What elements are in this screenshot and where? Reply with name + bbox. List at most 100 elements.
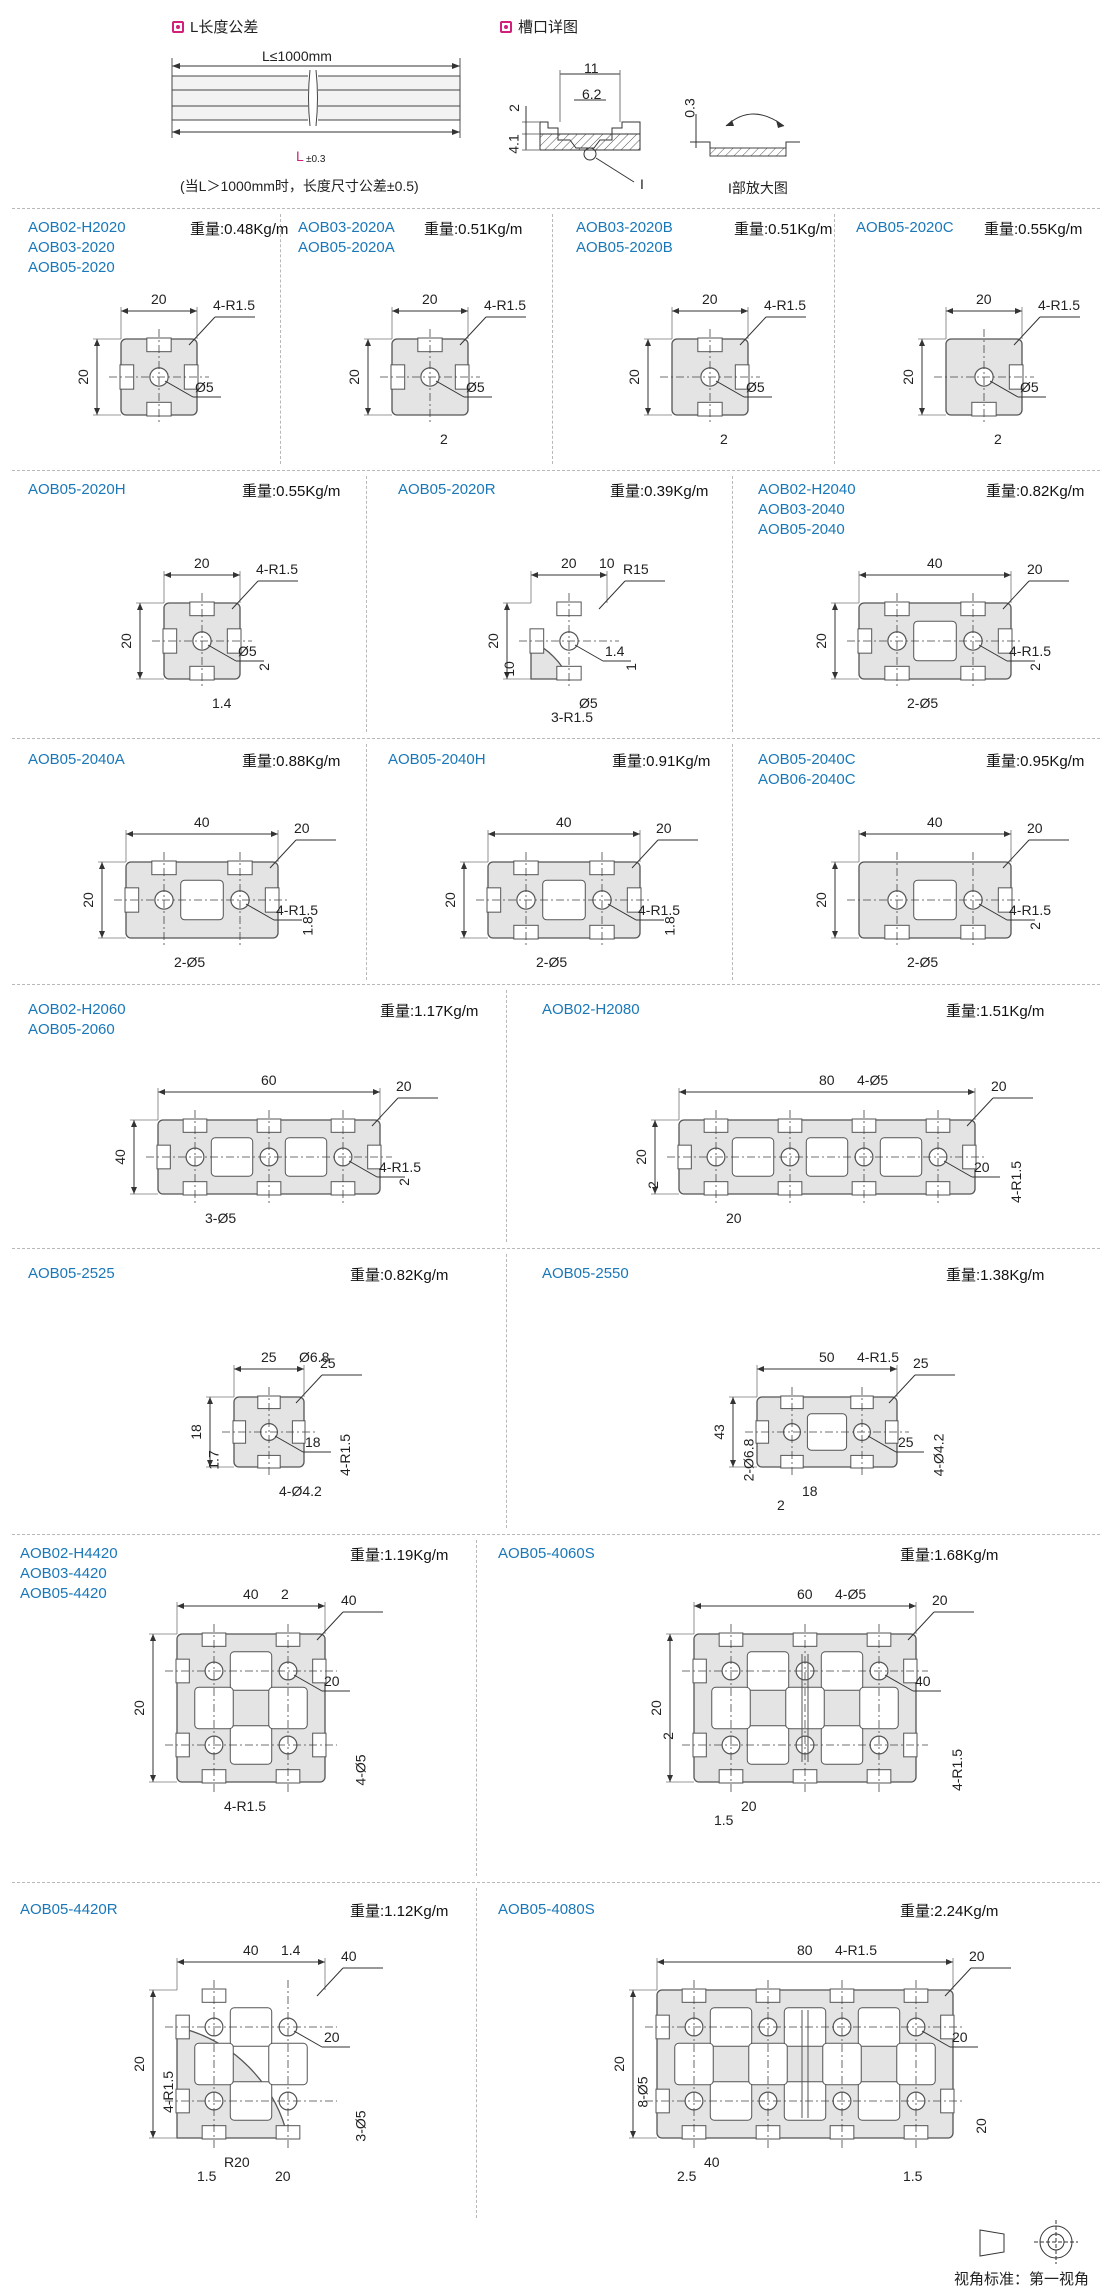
model-codes: AOB05-2020C [856, 218, 954, 238]
weight-label: 重量:0.39Kg/m [610, 483, 709, 500]
row-separator [12, 738, 1100, 739]
dimension-label: 20 [151, 291, 167, 307]
bullet-icon [500, 20, 512, 33]
dimension-label: 20 [130, 2056, 147, 2072]
dimension-label: 4-R1.5 [949, 1748, 966, 1792]
weight-label: 重量:1.17Kg/m [380, 1003, 479, 1020]
slot-detail-diagram [522, 70, 800, 183]
dimension-label: 4-R1.5 [379, 1159, 422, 1175]
dimension-label: 20 [194, 555, 210, 571]
col-separator [506, 990, 507, 1242]
dimension-label: 20 [117, 633, 134, 649]
dimension-label: 4-R1.5 [1038, 297, 1081, 313]
model-code: AOB05-2020B [576, 239, 673, 256]
dimension-label: Ø5 [466, 379, 485, 395]
model-code: AOB05-4080S [498, 1901, 595, 1918]
model-codes: AOB05-2040H [388, 750, 486, 770]
dimension-label: 20 [952, 2029, 968, 2045]
length-tolerance-header: L长度公差 [172, 16, 258, 37]
dimension-label: 20 [991, 1078, 1007, 1094]
model-codes: AOB05-4060S [498, 1544, 595, 1564]
dimension-label: 4-R1.5 [276, 902, 319, 918]
dimension-label: 20 [632, 1149, 649, 1165]
dimension-label: 4-R1.5 [1009, 902, 1052, 918]
weight-label: 重量:0.51Kg/m [424, 221, 523, 238]
dimension-label: 20 [1027, 820, 1043, 836]
dimension-label: 2-Ø5 [536, 954, 568, 970]
dimension-label: 18 [802, 1483, 818, 1499]
profile-drawing [831, 571, 1069, 689]
weight-label: 重量:0.95Kg/m [986, 753, 1085, 770]
dimension-label: 4-Ø5 [857, 1072, 889, 1088]
dimension-label: 20 [441, 892, 458, 908]
profile-drawing [918, 307, 1080, 425]
dimension-label: 2 [659, 1732, 676, 1740]
model-code: AOB05-2040H [388, 751, 486, 768]
dimension-label: 2-Ø5 [174, 954, 206, 970]
dimension-label: 1.4 [212, 695, 232, 711]
slot-detail-title: 槽口详图 [518, 19, 579, 36]
slot-detail-mark: I [640, 176, 644, 192]
dimension-label: 20 [561, 555, 577, 571]
model-codes: AOB05-2040A [28, 750, 125, 770]
dimension-label: 2 [395, 1178, 412, 1186]
model-code: AOB03-2040 [758, 501, 845, 518]
dimension-label: Ø5 [579, 695, 598, 711]
dimension-label: 20 [812, 633, 829, 649]
slot-dim-11: 11 [584, 60, 599, 76]
row-separator [12, 470, 1100, 471]
profile-drawing [729, 1365, 955, 1477]
col-separator [552, 214, 553, 464]
col-separator [476, 1888, 477, 2218]
profile-drawing [130, 1088, 438, 1204]
dimension-label: 1.4 [281, 1942, 301, 1958]
dimension-label: R15 [623, 561, 649, 577]
dimension-label: 20 [741, 1798, 757, 1814]
dimension-label: 40 [704, 2154, 720, 2170]
weight-label: 重量:0.55Kg/m [242, 483, 341, 500]
dimension-label: 2 [1026, 922, 1043, 930]
dimension-label: 18 [187, 1424, 204, 1440]
dimension-label: 2-Ø6.8 [740, 1438, 757, 1482]
dimension-label: 20 [647, 1700, 664, 1716]
length-tolerance-title: L长度公差 [190, 19, 259, 36]
dimension-label: 25 [898, 1434, 914, 1450]
col-separator [834, 214, 835, 464]
model-code: AOB05-2040C [758, 751, 856, 768]
row-separator [12, 208, 1100, 209]
dimension-label: Ø5 [238, 643, 257, 659]
dimension-label: 40 [341, 1948, 357, 1964]
dimension-label: 2-Ø5 [907, 695, 939, 711]
dimension-label: 2 [255, 663, 272, 671]
zoom-label: I部放大图 [728, 180, 788, 196]
dimension-label: 20 [484, 633, 501, 649]
profile-drawing [629, 1958, 1011, 2148]
dimension-label: 40 [341, 1592, 357, 1608]
dimension-label: 1.8 [299, 916, 316, 936]
profile-drawing [644, 307, 806, 425]
slot-dim-2: 2 [505, 104, 522, 112]
profile-shape [945, 338, 1024, 417]
dimension-label: 4-Ø5 [352, 1754, 369, 1786]
dimension-label: 4-R1.5 [835, 1942, 878, 1958]
slot-dim-4-1: 4.1 [505, 134, 522, 154]
slot-dim-6-2: 6.2 [582, 86, 602, 102]
dimension-label: 4-R1.5 [337, 1433, 354, 1477]
profile-drawing [460, 830, 698, 948]
tolerance-value: ±0.3 [306, 154, 326, 165]
dimension-label: 2 [644, 1181, 661, 1189]
profile-shape [529, 601, 582, 681]
model-code: AOB03-2020A [298, 219, 395, 236]
profile-drawing [93, 307, 255, 425]
dimension-label: 10 [599, 555, 615, 571]
dimension-label: 18 [305, 1434, 321, 1450]
model-code: AOB05-2020C [856, 219, 954, 236]
